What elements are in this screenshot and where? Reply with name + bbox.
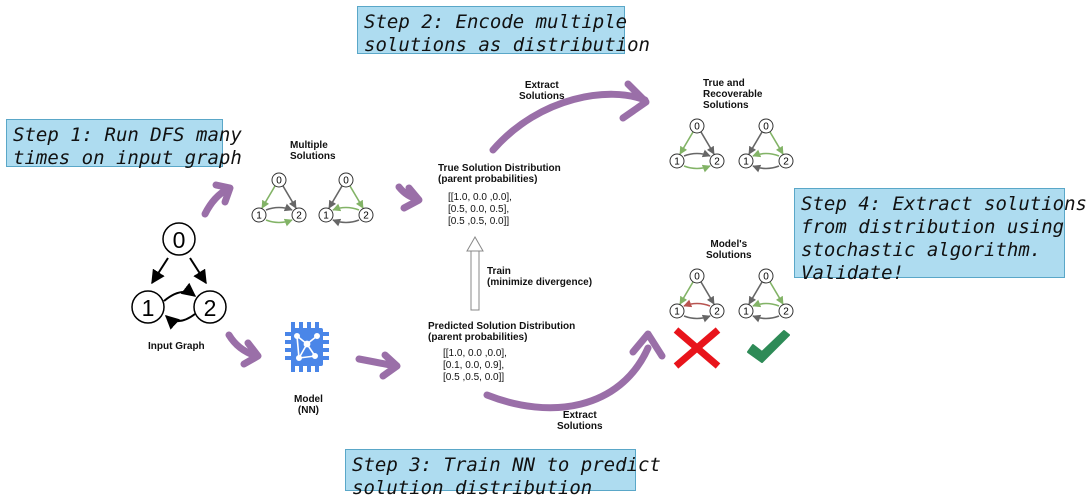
node-2 — [193, 290, 227, 324]
model-solution-graph-a — [669, 268, 725, 323]
arrow-extract-bottom-head — [629, 330, 666, 360]
check-icon — [747, 330, 790, 363]
pred-dist-title: Predicted Solution Distribution (parent … — [428, 321, 576, 343]
extract-bottom-label: Extract Solutions — [557, 410, 603, 432]
arrow-extract-top-head — [619, 80, 650, 122]
flow-arrows — [201, 80, 666, 412]
arrow-solutions-to-dist — [395, 183, 423, 212]
arrow-extract-top — [489, 90, 649, 154]
true-recoverable-label: True and Recoverable Solutions — [703, 78, 763, 111]
step-2-box: Step 2: Encode multiple solutions as dis… — [357, 6, 650, 56]
extract-top-label: Extract Solutions — [519, 80, 565, 102]
node-0-label: 0 — [173, 227, 186, 253]
pred-dist-matrix: [[1.0, 0.0 ,0.0], [0.1, 0.0, 0.9], [0.5 … — [443, 348, 507, 383]
arrow-model-to-pred — [355, 351, 401, 380]
node-1-label: 1 — [142, 295, 155, 321]
train-label: Train (minimize divergence) — [487, 266, 593, 288]
model-solution-graph-b — [738, 268, 794, 323]
input-graph: 0 1 2 — [131, 222, 227, 330]
arrow-graph-to-model — [225, 331, 262, 368]
solution-graph-b — [318, 172, 374, 227]
step-1-box: Step 1: Run DFS many times on input grap… — [6, 119, 242, 169]
input-graph-label: Input Graph — [148, 341, 205, 352]
true-dist-title: True Solution Distribution (parent proba… — [438, 163, 561, 185]
multiple-solutions-label: Multiple Solutions — [290, 140, 336, 162]
step-4-box: Step 4: Extract solutions from distribut… — [794, 188, 1087, 284]
step-3-box: Step 3: Train NN to predict solution dis… — [345, 449, 661, 499]
train-arrow — [466, 235, 484, 311]
model-label: Model (NN) — [294, 394, 323, 416]
arrow-graph-to-solutions — [201, 181, 234, 218]
node-1 — [131, 290, 165, 324]
arrow-extract-bottom — [483, 344, 652, 412]
solution-graph-a — [251, 172, 307, 227]
chip-icon — [285, 322, 329, 372]
node-0 — [162, 222, 196, 256]
models-solutions-label: Model's Solutions — [706, 239, 752, 261]
node-2-label: 2 — [204, 295, 217, 321]
true-solution-graph-a — [669, 118, 725, 173]
true-dist-matrix: [[1.0, 0.0 ,0.0], [0.5, 0.0, 0.5], [0.5 … — [448, 192, 512, 227]
cross-icon — [673, 327, 721, 369]
true-solution-graph-b — [738, 118, 794, 173]
diagram-canvas: 0 1 2 0 1 2 — [131, 80, 794, 412]
